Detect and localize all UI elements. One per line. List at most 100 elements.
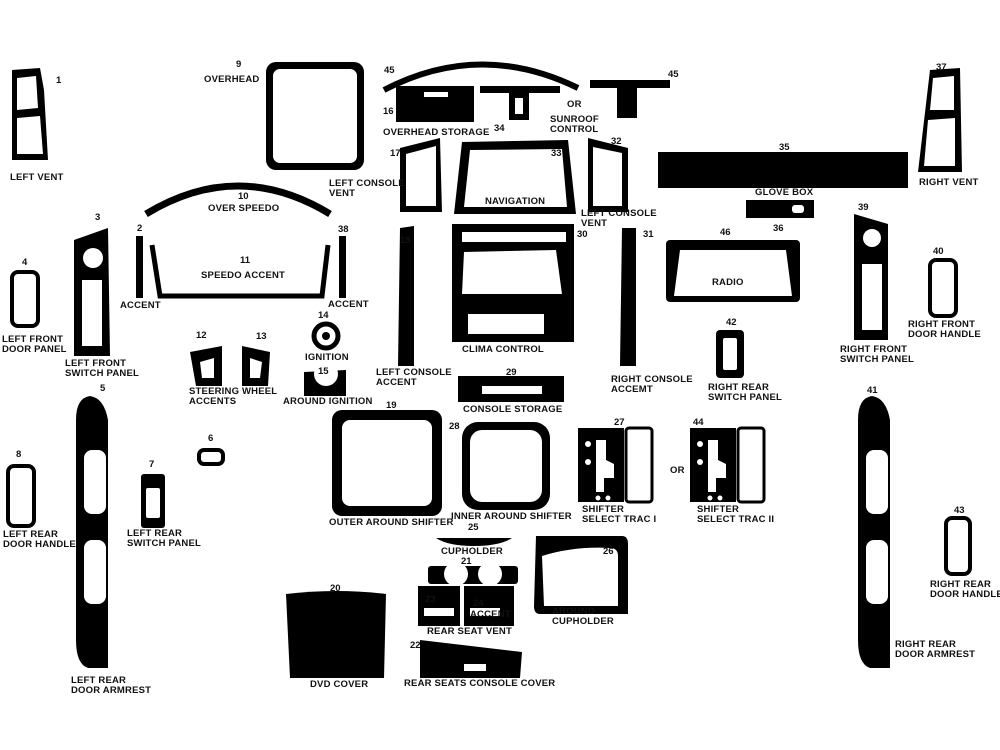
label-right-front-door-handle: RIGHT FRONT DOOR HANDLE (908, 319, 981, 340)
rear-seats-console-cover-part (420, 640, 522, 678)
left-rear-door-handle-part (6, 464, 36, 528)
glove-handle-part (746, 200, 814, 218)
sunroof-control-part (480, 86, 560, 120)
part-number-3: 3 (95, 212, 101, 223)
label-right-vent: RIGHT VENT (919, 177, 979, 188)
part-number-30: 30 (577, 229, 588, 240)
label-or-2: OR (670, 465, 685, 476)
overhead-storage-part (396, 86, 474, 122)
label-left-rear-door-handle: LEFT REAR DOOR HANDLE (3, 529, 76, 550)
part-number-5: 5 (100, 383, 106, 394)
left-console-accent-part (398, 226, 414, 366)
overhead-part (266, 62, 364, 170)
part-number-28: 28 (449, 421, 460, 432)
part-number-36: 36 (773, 223, 784, 234)
part-number-10: 10 (238, 191, 249, 202)
part-number-18: 18 (400, 235, 411, 246)
part-number-21: 21 (461, 556, 472, 567)
label-rear-seats-console-cover: REAR SEATS CONSOLE COVER (404, 678, 556, 689)
part-number-26: 26 (603, 546, 614, 557)
part-number-20: 20 (330, 583, 341, 594)
part-6 (197, 448, 225, 466)
part-number-9: 9 (236, 59, 242, 70)
part-number-42: 42 (726, 317, 737, 328)
part-number-2: 2 (137, 223, 143, 234)
part-number-15: 15 (318, 366, 329, 377)
part-number-44: 44 (693, 417, 704, 428)
part-number-24: 24 (473, 598, 484, 609)
part-number-37: 37 (936, 62, 947, 73)
accent-left-part (136, 236, 143, 298)
part-number-13: 13 (256, 331, 267, 342)
cupholder-part (436, 538, 512, 546)
part-number-27: 27 (614, 417, 625, 428)
part-number-45a: 45 (384, 65, 395, 76)
around-cupholder-part (534, 536, 628, 614)
part-number-23: 23 (425, 594, 436, 605)
part-number-11: 11 (240, 255, 251, 266)
over-speedo-part (144, 182, 332, 217)
label-right-rear-door-armrest: RIGHT REAR DOOR ARMREST (895, 639, 976, 660)
label-inner-around-shifter: INNER AROUND SHIFTER (451, 511, 572, 522)
roof-arc-part (382, 61, 580, 93)
accent-right-part (339, 236, 346, 298)
part-number-32: 32 (611, 136, 622, 147)
label-clima-control: CLIMA CONTROL (462, 344, 544, 355)
part-number-19: 19 (386, 400, 397, 411)
right-console-accent-part (620, 228, 636, 366)
speedo-accent-part (149, 244, 331, 299)
right-front-door-handle-part (928, 258, 958, 318)
label-left-rear-door-armrest: LEFT REAR DOOR ARMREST (71, 675, 152, 696)
part-number-4: 4 (22, 257, 28, 268)
label-right-console-accent: RIGHT CONSOLE ACCEMT (611, 374, 693, 395)
left-front-door-panel-part (10, 270, 40, 328)
part-number-46: 46 (720, 227, 731, 238)
shifter-trac-1-part (578, 426, 654, 504)
part-number-29: 29 (506, 367, 517, 378)
console-storage-part (458, 376, 564, 402)
label-sunroof-control: SUNROOF CONTROL (550, 114, 599, 135)
shifter-trac-2-part (690, 426, 766, 504)
label-right-front-switch-panel: RIGHT FRONT SWITCH PANEL (840, 344, 914, 365)
label-left-front-door-panel: LEFT FRONT DOOR PANEL (2, 334, 67, 355)
label-accent-right: ACCENT (328, 299, 369, 310)
part-number-38: 38 (338, 224, 349, 235)
navigation-part (454, 140, 576, 214)
label-left-console-vent-b: LEFT CONSOLE VENT (581, 208, 657, 229)
label-left-console-vent-a: LEFT CONSOLE VENT (329, 178, 405, 199)
inner-around-shifter-part (462, 422, 550, 510)
label-ignition: IGNITION (305, 352, 349, 363)
outer-around-shifter-part (332, 410, 442, 516)
part-number-33: 33 (551, 148, 562, 159)
label-right-rear-switch-panel: RIGHT REAR SWITCH PANEL (708, 382, 782, 403)
label-dvd-cover: DVD COVER (310, 679, 369, 690)
part-number-8: 8 (16, 449, 22, 460)
label-over-speedo: OVER SPEEDO (208, 203, 280, 214)
label-cupholder: CUPHOLDER (441, 546, 503, 557)
right-vent-part (918, 68, 962, 172)
right-rear-door-handle-part (944, 516, 972, 576)
label-overhead-storage: OVERHEAD STORAGE (383, 127, 490, 138)
left-rear-switch-panel-part (141, 474, 165, 528)
sunroof-alt-part (590, 80, 670, 118)
left-rear-door-armrest-part (76, 396, 108, 668)
label-steering-wheel-accents: STEERING WHEEL ACCENTS (189, 386, 278, 407)
label-radio: RADIO (712, 277, 744, 288)
glove-box-part (658, 152, 908, 188)
label-left-rear-switch-panel: LEFT REAR SWITCH PANEL (127, 528, 201, 549)
part-number-25: 25 (468, 522, 479, 533)
part-number-1: 1 (56, 75, 62, 86)
label-left-front-switch-panel: LEFT FRONT SWITCH PANEL (65, 358, 139, 379)
radio-part (666, 240, 800, 302)
part-number-6: 6 (208, 433, 214, 444)
label-rear-seat-vent: REAR SEAT VENT (427, 626, 512, 637)
label-shifter-trac-2: SHIFTER SELECT TRAC II (697, 504, 775, 525)
label-speedo-accent: SPEEDO ACCENT (201, 270, 286, 281)
part-number-35: 35 (779, 142, 790, 153)
label-around-cupholder: AROUND CUPHOLDER (552, 606, 614, 627)
dvd-cover-part (286, 591, 386, 678)
part-number-45b: 45 (668, 69, 679, 80)
label-accent-24: ACCENT (470, 609, 511, 620)
label-left-console-accent: LEFT CONSOLE ACCENT (376, 367, 452, 388)
